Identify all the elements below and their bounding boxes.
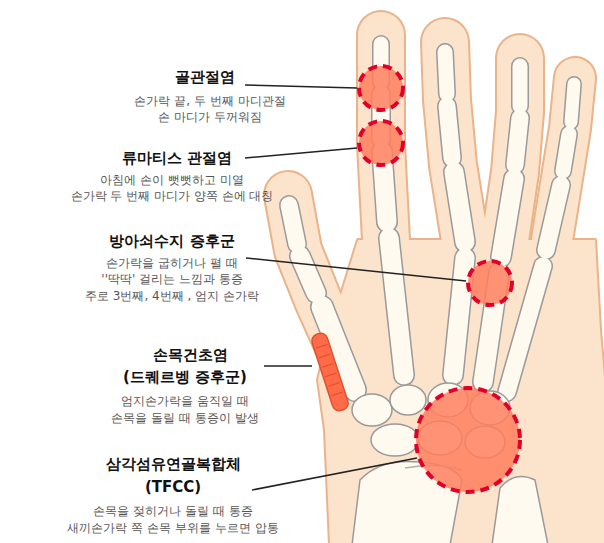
- condition-title: 손목건초염: [153, 346, 228, 364]
- leader-line: [264, 365, 312, 367]
- affected-areas: [359, 66, 520, 492]
- leader-line: [245, 85, 357, 88]
- carpal-bone: [352, 394, 392, 426]
- symptom-text: 손목을 젖히거나 돌릴 때 통증: [93, 504, 252, 518]
- leader-line: [252, 458, 417, 490]
- bone: [454, 172, 465, 242]
- leader-line: [246, 258, 466, 281]
- affected-circle: [468, 261, 512, 305]
- bone: [289, 205, 297, 244]
- bone: [511, 66, 529, 106]
- bone: [447, 106, 452, 158]
- leader-line: [245, 148, 357, 158]
- bone-outline: [289, 44, 574, 392]
- bone: [289, 205, 297, 244]
- bone: [300, 256, 316, 293]
- bone: [445, 52, 447, 94]
- affected-circle: [359, 121, 403, 165]
- carpal-bone: [390, 385, 426, 415]
- symptom-text: 손가락 끝, 두 번째 마디관절: [134, 94, 285, 108]
- tendon-highlight: [310, 331, 350, 412]
- symptom-text: 손가락 두 번째 마디가 양쪽 손에 대칭: [71, 189, 274, 203]
- condition-title: 류마티스 관절염: [122, 149, 232, 167]
- symptom-text: 손목을 돌릴 때 통증이 발생: [111, 411, 258, 425]
- skin-fill: [288, 35, 604, 543]
- bone: [546, 185, 561, 250]
- bone-fill: [289, 44, 574, 392]
- leader-lines: [245, 85, 466, 490]
- carpal-bone: [371, 424, 419, 456]
- condition-title: (TFCC): [145, 478, 201, 496]
- condition-title: 방아쇠수지 증후군: [109, 232, 234, 250]
- wrist-bones: [352, 383, 548, 543]
- symptom-text: 손가락을 굽히거나 펼 때: [106, 256, 237, 270]
- symptom-text: 아침에 손이 뻣뻣하고 미열: [100, 173, 243, 187]
- condition-title: 삼각섬유연골복합체: [106, 455, 241, 473]
- symptom-text: 손 마디가 두꺼워짐: [158, 110, 262, 124]
- bone: [515, 118, 520, 165]
- affected-circle: [416, 388, 520, 492]
- bone: [571, 84, 574, 122]
- bone: [515, 118, 520, 165]
- bone: [501, 179, 514, 257]
- bone: [563, 134, 569, 171]
- symptom-text: 엄지손가락을 움직일 때: [121, 394, 249, 408]
- tendon-band: [310, 331, 350, 412]
- bone: [453, 258, 465, 375]
- bone: [563, 134, 569, 171]
- symptom-text: 주로 3번째, 4번째 , 엄지 손가락: [85, 289, 259, 303]
- condition-title: 골관절염: [175, 68, 235, 86]
- bone: [300, 256, 316, 293]
- bone: [389, 238, 404, 375]
- skin-outline: [288, 35, 604, 543]
- bone: [546, 185, 561, 250]
- bone: [501, 179, 514, 257]
- palm: [318, 240, 604, 543]
- tendon-stripes: [316, 344, 343, 395]
- bone: [454, 172, 465, 242]
- symptom-text: 새끼손가락 쪽 손목 부위를 누르면 압통: [67, 521, 278, 535]
- symptom-text: ''딱딱' 걸리는 느낌과 통증: [101, 272, 242, 286]
- bone: [453, 258, 465, 375]
- condition-title: (드퀘르벵 증후군): [123, 368, 247, 386]
- affected-circle: [359, 66, 403, 110]
- ulna-bone: [492, 476, 548, 543]
- bone: [447, 106, 452, 158]
- bone: [513, 66, 528, 106]
- palm-outline: [318, 240, 604, 543]
- bone: [389, 238, 404, 375]
- bone: [445, 52, 447, 94]
- bone: [571, 84, 574, 122]
